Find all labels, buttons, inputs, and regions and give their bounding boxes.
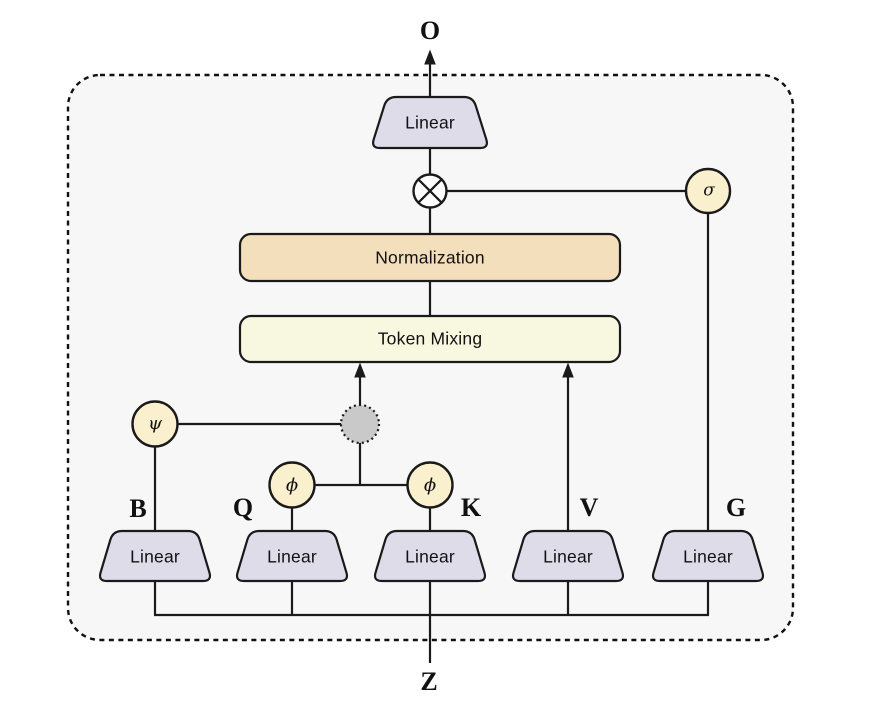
sigma-node [684,167,732,215]
arrowhead-junction-to-tokenmixing [354,362,366,378]
junction-node [339,403,381,445]
gate-linear-block [651,529,765,583]
beta-linear-block [98,529,212,583]
branch-label-k: K [460,493,482,522]
normalization-label: Normalization [375,247,485,268]
value-linear-block [511,529,625,583]
gate-linear-label: Linear [683,546,733,567]
branch-label-q: Q [232,493,254,522]
token-mixing-block [238,314,622,364]
key-linear-label: Linear [405,546,455,567]
linear-blocks [98,95,765,583]
key-linear-block [373,529,487,583]
token-mixing-label: Token Mixing [377,328,483,349]
phi-left-label: ϕ [285,475,299,496]
output-linear-label: Linear [405,112,455,133]
branch-label-b: B [129,494,147,523]
branch-label-g: G [725,493,747,522]
output-linear-block [371,95,489,150]
arrowhead-output [424,49,436,65]
phi-right-label: ϕ [423,475,437,496]
sigma-label: σ [703,180,715,201]
value-linear-label: Linear [543,546,593,567]
query-linear-label: Linear [267,546,317,567]
psi-node [131,400,179,448]
arrowhead-value-to-tokenmixing [562,362,574,378]
input-label: Z [420,667,438,696]
branch-label-v: V [579,493,599,522]
psi-label: ψ [147,413,163,434]
arrowheads [354,49,574,378]
multiply-icon [412,173,448,209]
beta-linear-label: Linear [130,546,180,567]
phi-right-node [406,461,454,509]
output-label: O [419,16,441,45]
query-linear-block [235,529,349,583]
normalization-block [238,232,622,283]
phi-left-node [268,461,316,509]
